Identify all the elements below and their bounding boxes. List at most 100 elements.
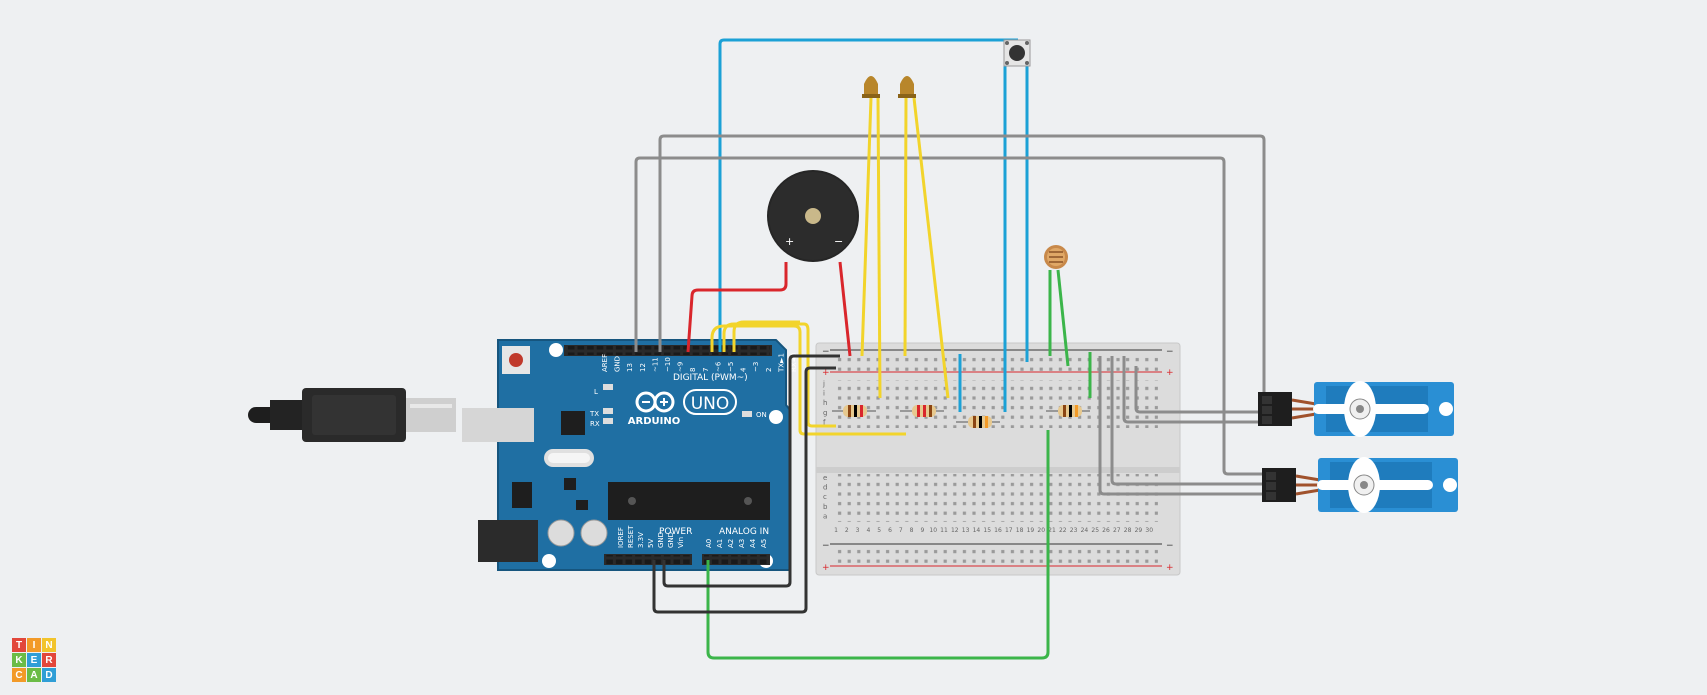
digital-pin-label: 8 bbox=[689, 368, 697, 372]
breadboard-column-label: 23 bbox=[1070, 527, 1078, 534]
breadboard-column-label: 25 bbox=[1091, 527, 1099, 534]
breadboard-row-label: h bbox=[823, 399, 827, 407]
wire-gray-s1-a bbox=[1134, 366, 1262, 414]
analog-pin-label: A0 bbox=[705, 539, 713, 548]
analog-pin-label: A4 bbox=[749, 538, 757, 548]
digital-label: DIGITAL (PWM~) bbox=[673, 373, 748, 383]
pushbutton[interactable] bbox=[1003, 39, 1031, 67]
svg-text:+: + bbox=[1166, 563, 1174, 573]
logo-letter: K bbox=[12, 653, 26, 667]
svg-text:+: + bbox=[822, 563, 830, 573]
resistor-2[interactable] bbox=[900, 405, 944, 417]
rx-label: RX bbox=[590, 420, 600, 428]
power-pin-label: RESET bbox=[627, 525, 635, 548]
terminal-strip-bottom[interactable] bbox=[832, 474, 1158, 522]
breadboard-row-label: b bbox=[823, 503, 828, 511]
digital-pin-label: ~6 bbox=[714, 361, 722, 372]
wire-red-buzzer-pin bbox=[686, 262, 788, 353]
resistor-4[interactable] bbox=[1046, 405, 1090, 417]
wires[interactable] bbox=[634, 38, 1266, 660]
servo-1[interactable] bbox=[1258, 381, 1454, 437]
breadboard-row-label: g bbox=[823, 409, 827, 417]
photoresistor[interactable] bbox=[1044, 245, 1068, 269]
model-label: UNO bbox=[691, 394, 730, 414]
wire-gray-s1-b bbox=[1122, 356, 1262, 424]
breadboard-column-label: 26 bbox=[1102, 527, 1110, 534]
logo-letter: T bbox=[12, 638, 26, 652]
analog-pin-label: A3 bbox=[738, 539, 746, 548]
digital-pin-label: 13 bbox=[626, 363, 634, 372]
power-pin-label: IOREF bbox=[617, 527, 625, 548]
digital-pin-label: 12 bbox=[639, 363, 647, 372]
usb-port bbox=[462, 408, 534, 442]
logo-letter: C bbox=[12, 668, 26, 682]
svg-text:−: − bbox=[822, 347, 830, 357]
led-1[interactable] bbox=[862, 76, 880, 98]
power-pin-label: Vin bbox=[677, 537, 685, 548]
digital-pin-label: RX◄0 bbox=[790, 353, 798, 373]
breadboard-column-label: 15 bbox=[983, 527, 991, 534]
logo-letter: D bbox=[42, 668, 56, 682]
wire-gray-servo1 bbox=[658, 134, 1266, 398]
digital-pin-label: ~9 bbox=[677, 362, 685, 372]
wire-red-buzzer-rail bbox=[838, 261, 852, 357]
bottom-power-rail[interactable] bbox=[832, 546, 1158, 565]
brand-label: ARDUINO bbox=[628, 416, 680, 427]
servo-2[interactable] bbox=[1262, 457, 1458, 513]
digital-pin-label: ~3 bbox=[752, 362, 760, 372]
breadboard-column-label: 18 bbox=[1016, 527, 1024, 534]
power-pin-label: GND bbox=[657, 532, 665, 548]
wire-yellow-pin4 bbox=[722, 322, 836, 428]
breadboard-column-label: 22 bbox=[1059, 527, 1067, 534]
resistor-1[interactable] bbox=[832, 405, 876, 417]
led-2[interactable] bbox=[898, 76, 916, 98]
wire-yellow-pin5 bbox=[710, 324, 906, 436]
breadboard-column-label: 12 bbox=[951, 527, 959, 534]
breadboard-column-label: 30 bbox=[1145, 527, 1153, 534]
buzzer-plus-label: + bbox=[785, 235, 794, 248]
resistor-3[interactable] bbox=[956, 416, 1000, 428]
breadboard-column-label: 10 bbox=[929, 527, 937, 534]
wire-black-gnd-a bbox=[662, 354, 840, 588]
digital-pin-label: AREF bbox=[601, 354, 609, 372]
piezo-buzzer[interactable]: + − bbox=[767, 170, 859, 262]
wire-yellow-led1-a bbox=[860, 97, 873, 357]
analog-pin-label: A2 bbox=[727, 539, 735, 548]
breadboard-column-label: 20 bbox=[1037, 527, 1045, 534]
top-power-rail[interactable] bbox=[832, 352, 1158, 371]
breadboard-column-label: 6 bbox=[888, 527, 892, 534]
power-pin-label: 3.3V bbox=[637, 532, 645, 548]
wire-black-gnd-b bbox=[652, 366, 836, 614]
svg-text:−: − bbox=[1166, 347, 1174, 357]
analog-label: ANALOG IN bbox=[719, 527, 769, 537]
wire-yellow-led1-b bbox=[876, 97, 882, 399]
digital-pin-label: 2 bbox=[765, 368, 773, 372]
terminal-strip-top[interactable] bbox=[832, 380, 1158, 428]
power-jack bbox=[478, 520, 538, 562]
usb-cable[interactable] bbox=[248, 388, 456, 442]
breadboard-row-label: i bbox=[823, 390, 825, 398]
breadboard-column-label: 28 bbox=[1124, 527, 1132, 534]
power-pin-label: GND bbox=[667, 532, 675, 548]
arduino-uno-board[interactable]: UNO ARDUINO DIGITAL (PWM~) POWER ANALOG … bbox=[462, 339, 798, 571]
buzzer-minus-label: − bbox=[834, 235, 843, 248]
breadboard-row-label: f bbox=[823, 418, 826, 426]
logo-letter: N bbox=[42, 638, 56, 652]
svg-text:−: − bbox=[822, 541, 830, 551]
logo-letter: E bbox=[27, 653, 41, 667]
breadboard-column-label: 9 bbox=[920, 527, 924, 534]
power-label: POWER bbox=[659, 527, 692, 537]
digital-pin-label: 4 bbox=[740, 367, 748, 372]
breadboard-column-label: 3 bbox=[856, 527, 860, 534]
breadboard-column-label: 27 bbox=[1113, 527, 1121, 534]
digital-pin-label: ~5 bbox=[727, 362, 735, 372]
wire-gray-servo2 bbox=[634, 156, 1262, 476]
digital-pin-label: 7 bbox=[702, 368, 710, 372]
